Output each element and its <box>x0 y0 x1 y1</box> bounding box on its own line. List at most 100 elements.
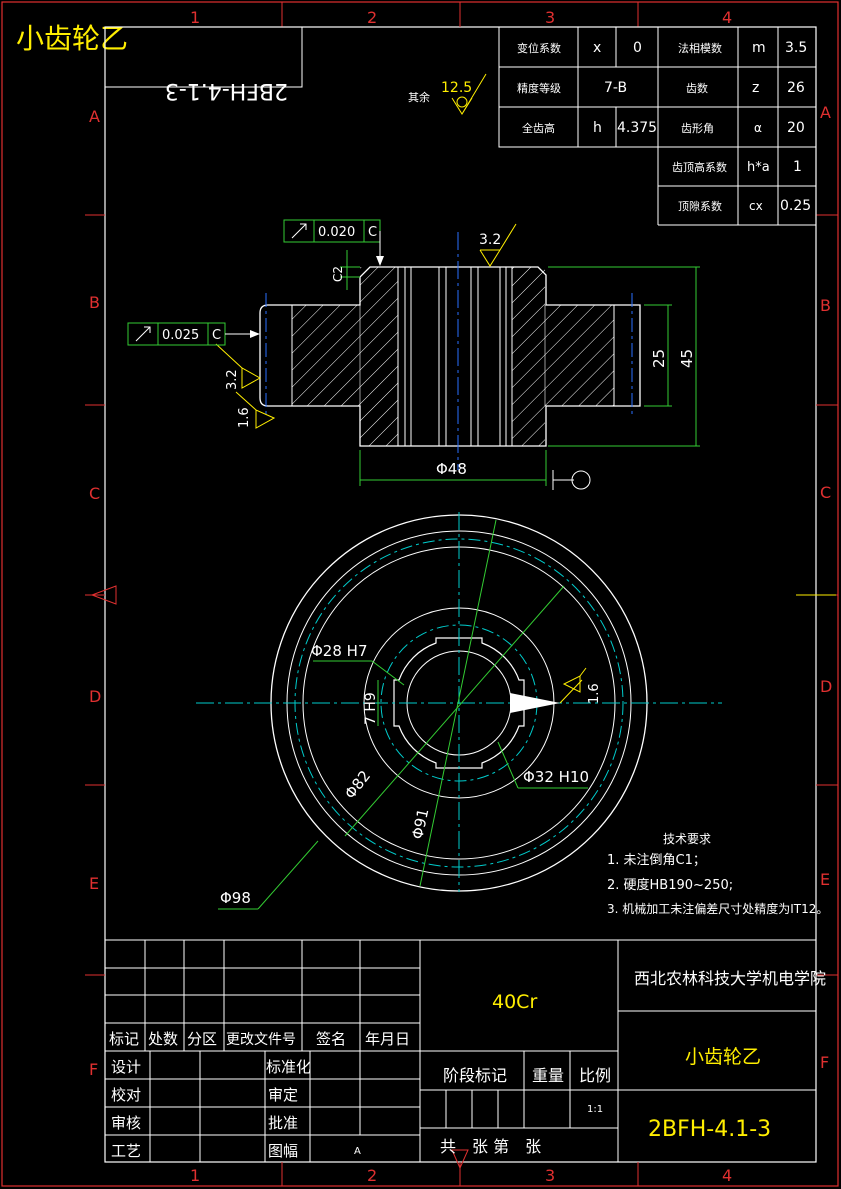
zone-col-1-bottom: 1 <box>190 1166 200 1185</box>
roughness-top-value: 3.2 <box>479 232 501 248</box>
tolerance-frame-2 <box>127 322 260 346</box>
tb-label-approve-1: 审定 <box>268 1086 298 1104</box>
tb-school: 西北农林科技大学机电学院 <box>634 969 826 988</box>
tb-scale-label: 比例 <box>579 1066 611 1085</box>
zone-row-b-right: B <box>820 296 831 315</box>
roughness-left1-value: 3.2 <box>225 369 240 390</box>
zone-col-2-top: 2 <box>367 8 377 27</box>
front-dimensions <box>218 519 588 910</box>
param-sym-z: z <box>752 80 759 96</box>
dim-25: 25 <box>650 349 668 368</box>
zone-col-3-top: 3 <box>545 8 555 27</box>
dim-45: 45 <box>678 349 696 368</box>
tolerance-frame-1 <box>283 219 384 266</box>
tb-material: 40Cr <box>492 991 537 1013</box>
keyway-leader-arrow <box>510 693 560 713</box>
zone-col-4-bottom: 4 <box>722 1166 732 1185</box>
zone-row-c-left: C <box>89 484 100 503</box>
param-val-alpha: 20 <box>787 120 805 136</box>
roughness-rest-label: 其余 <box>408 90 430 104</box>
tb-label-design: 设计 <box>111 1058 141 1076</box>
dim-d82: Φ82 <box>341 767 374 802</box>
param-sym-h: h <box>593 120 602 136</box>
param-label-shift-coeff: 变位系数 <box>517 41 561 55</box>
zone-ticks <box>85 2 838 1186</box>
zone-row-e-right: E <box>820 870 830 889</box>
param-table-text: 变位系数 x 0 法相模数 m 3.5 精度等级 7-B 齿数 z 26 全齿高… <box>517 40 811 214</box>
param-sym-x: x <box>593 40 601 56</box>
roughness-left2-symbol <box>235 391 276 429</box>
zone-row-f-right: F <box>820 1053 829 1072</box>
tb-weight-label: 重量 <box>532 1066 564 1085</box>
section-view <box>259 232 641 470</box>
notes-title: 技术要求 <box>663 832 711 846</box>
zone-labels: 1 2 3 4 1 2 3 4 A B C D E F A B C D E F <box>89 8 832 1185</box>
zone-col-4-top: 4 <box>722 8 732 27</box>
param-val-z: 26 <box>787 80 805 96</box>
tb-label-standard: 标准化 <box>266 1058 311 1076</box>
tolerance-2-ref: C <box>212 328 221 343</box>
note-3: 3. 机械加工未注偏差尺寸处精度为IT12。 <box>607 901 828 916</box>
param-label-tooth-height: 全齿高 <box>522 121 555 135</box>
param-sym-m: m <box>752 40 766 56</box>
tb-header-signature: 签名 <box>316 1030 346 1048</box>
roughness-bore-value: 1.6 <box>587 683 602 704</box>
tb-label-approve-2: 批准 <box>268 1114 298 1132</box>
tolerance-1-ref: C <box>368 225 377 240</box>
param-sym-ha: h*a <box>747 160 770 175</box>
roughness-left2-value: 1.6 <box>237 407 252 428</box>
tb-label-check: 校对 <box>111 1086 141 1104</box>
roughness-rest-value: 12.5 <box>441 80 472 96</box>
zone-row-f-left: F <box>89 1060 98 1079</box>
param-val-h: 4.375 <box>617 120 657 136</box>
centering-mark-bottom <box>451 1149 469 1170</box>
param-label-accuracy: 精度等级 <box>517 81 561 95</box>
dim-d28: Φ28 H7 <box>311 642 367 660</box>
front-view <box>196 512 722 892</box>
param-val-m: 3.5 <box>785 40 807 56</box>
tolerance-2-value: 0.025 <box>162 328 199 343</box>
section-dimensions <box>340 250 700 486</box>
centering-mark-left <box>90 585 117 605</box>
roughness-top-symbol <box>479 223 517 267</box>
tb-header-zone: 分区 <box>187 1030 217 1048</box>
zone-row-a-left: A <box>89 107 100 126</box>
param-val-x: 0 <box>633 40 642 56</box>
param-table <box>498 26 817 226</box>
tb-sheets: 共 张 第 张 <box>440 1137 541 1156</box>
param-sym-alpha: α <box>754 121 762 135</box>
tb-drawing-no: 2BFH-4.1-3 <box>648 1117 771 1142</box>
zone-row-d-left: D <box>89 687 101 706</box>
param-val-ha: 1 <box>793 159 802 175</box>
dim-d32: Φ32 H10 <box>523 768 589 786</box>
tb-header-count: 处数 <box>148 1030 178 1048</box>
tb-header-change-doc: 更改文件号 <box>226 1032 296 1048</box>
param-label-clearance: 顶隙系数 <box>678 199 722 213</box>
dim-d48: Φ48 <box>436 460 467 478</box>
inner-border <box>104 26 817 1163</box>
zone-row-d-right: D <box>820 677 832 696</box>
zone-col-1-top: 1 <box>190 8 200 27</box>
param-val-cx: 0.25 <box>780 198 811 214</box>
param-val-accuracy: 7-B <box>604 80 627 96</box>
tb-label-format: 图幅 <box>268 1142 298 1160</box>
zone-row-b-left: B <box>89 293 100 312</box>
tolerance-1-value: 0.020 <box>318 225 355 240</box>
roughness-rest-symbol <box>451 73 487 115</box>
dim-chamfer: C2 <box>331 266 345 282</box>
dim-d98: Φ98 <box>220 889 251 907</box>
note-1: 1. 未注倒角C1； <box>607 853 706 868</box>
zone-row-c-right: C <box>820 483 831 502</box>
tb-label-review: 审核 <box>111 1114 141 1132</box>
zone-row-e-left: E <box>89 874 99 893</box>
zone-col-2-bottom: 2 <box>367 1166 377 1185</box>
mirrored-code: 2BFH-4.1-3 <box>165 78 288 103</box>
tb-part-name: 小齿轮乙 <box>685 1046 761 1068</box>
title-block-text: 标记 处数 分区 更改文件号 签名 年月日 设计 校对 审核 工艺 标准化 审定… <box>109 969 826 1160</box>
param-label-module: 法相模数 <box>678 41 722 55</box>
tb-format-value: A <box>354 1146 361 1157</box>
param-label-teeth: 齿数 <box>686 82 708 95</box>
param-sym-cx: cx <box>749 199 763 213</box>
